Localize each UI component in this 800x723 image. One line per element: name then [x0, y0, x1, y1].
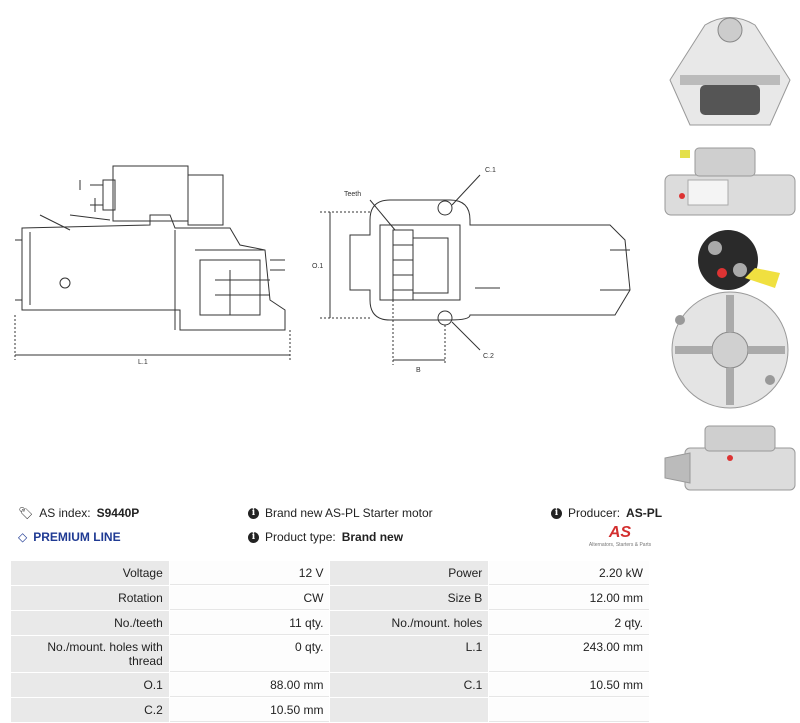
spec-value: 12 V — [169, 561, 330, 585]
spec-value: 0 qty. — [169, 636, 330, 672]
label-o1: O.1 — [312, 263, 323, 270]
producer-row: i Producer: AS-PL — [551, 506, 662, 520]
spec-value: 88.00 mm — [169, 673, 330, 697]
spec-value: 2.20 kW — [489, 561, 649, 585]
table-row: O.1 88.00 mm C.1 10.50 mm — [11, 673, 649, 697]
front-view-drawing — [320, 174, 631, 365]
spec-value — [489, 698, 649, 722]
description-row: i Brand new AS-PL Starter motor — [248, 506, 433, 520]
photo-front-view — [669, 17, 791, 126]
label-c2: C.2 — [483, 353, 494, 360]
table-row: Voltage 12 V Power 2.20 kW — [11, 561, 649, 585]
photo-rear-view — [671, 291, 789, 409]
label-l1: L.1 — [138, 359, 148, 366]
spec-label: Size B — [330, 586, 489, 610]
spec-label: Voltage — [11, 561, 169, 585]
spec-label: C.1 — [330, 673, 489, 697]
table-row: Rotation CW Size B 12.00 mm — [11, 586, 649, 610]
premium-line-label: PREMIUM LINE — [33, 530, 121, 544]
product-info: 🏷 AS index: S9440P ◇ PREMIUM LINE i Bran… — [0, 500, 800, 555]
spec-value: 10.50 mm — [489, 673, 649, 697]
label-teeth: Teeth — [344, 191, 361, 198]
spec-label: Power — [330, 561, 489, 585]
spec-value: 2 qty. — [489, 611, 649, 635]
tag-icon: 🏷 — [18, 506, 34, 520]
spec-value: 243.00 mm — [489, 636, 649, 672]
logo-tagline: Alternators, Starters & Parts — [588, 542, 652, 548]
as-index-row: 🏷 AS index: S9440P — [18, 506, 139, 520]
spec-label: Rotation — [11, 586, 169, 610]
producer-label: Producer: — [568, 506, 621, 520]
photo-solenoid-terminals — [698, 230, 780, 290]
table-row: No./teeth 11 qty. No./mount. holes 2 qty… — [11, 611, 649, 635]
table-row: C.2 10.50 mm — [11, 698, 649, 722]
product-type-value: Brand new — [341, 530, 404, 544]
premium-line-row: ◇ PREMIUM LINE — [18, 530, 121, 544]
product-type-label: Product type: — [265, 530, 336, 544]
logo-mark: AS — [608, 524, 632, 541]
spec-label: C.2 — [11, 698, 169, 722]
as-index-label: AS index: — [39, 506, 91, 520]
spec-label: No./teeth — [11, 611, 169, 635]
spec-value: 11 qty. — [169, 611, 330, 635]
label-b: B — [416, 367, 421, 374]
spec-value: CW — [169, 586, 330, 610]
dimension-l1 — [14, 315, 291, 360]
spec-label: L.1 — [330, 636, 489, 672]
as-index-value: S9440P — [96, 506, 140, 520]
diamond-icon: ◇ — [18, 530, 28, 544]
description-text: Brand new AS-PL Starter motor — [265, 506, 433, 520]
spec-value: 10.50 mm — [169, 698, 330, 722]
as-pl-logo: AS Alternators, Starters & Parts — [585, 524, 655, 554]
label-c1: C.1 — [485, 167, 496, 174]
product-photos — [660, 0, 800, 500]
info-icon: i — [551, 507, 562, 519]
spec-label: O.1 — [11, 673, 169, 697]
info-icon: i — [248, 531, 259, 543]
side-view-drawing — [15, 165, 286, 331]
specs-table: Voltage 12 V Power 2.20 kW Rotation CW S… — [10, 560, 650, 723]
producer-value: AS-PL — [626, 506, 663, 520]
spec-value: 12.00 mm — [489, 586, 649, 610]
technical-drawings: L.1 O.1 C.1 C.2 Teeth B — [14, 165, 631, 374]
photo-side-view-2 — [664, 425, 796, 491]
product-type-row: i Product type: Brand new — [248, 530, 403, 544]
table-row: No./mount. holes with thread 0 qty. L.1 … — [11, 636, 649, 672]
spec-label — [330, 698, 489, 722]
photo-side-view — [664, 147, 796, 216]
info-icon: i — [248, 507, 259, 519]
spec-label: No./mount. holes with thread — [11, 636, 169, 672]
spec-label: No./mount. holes — [330, 611, 489, 635]
